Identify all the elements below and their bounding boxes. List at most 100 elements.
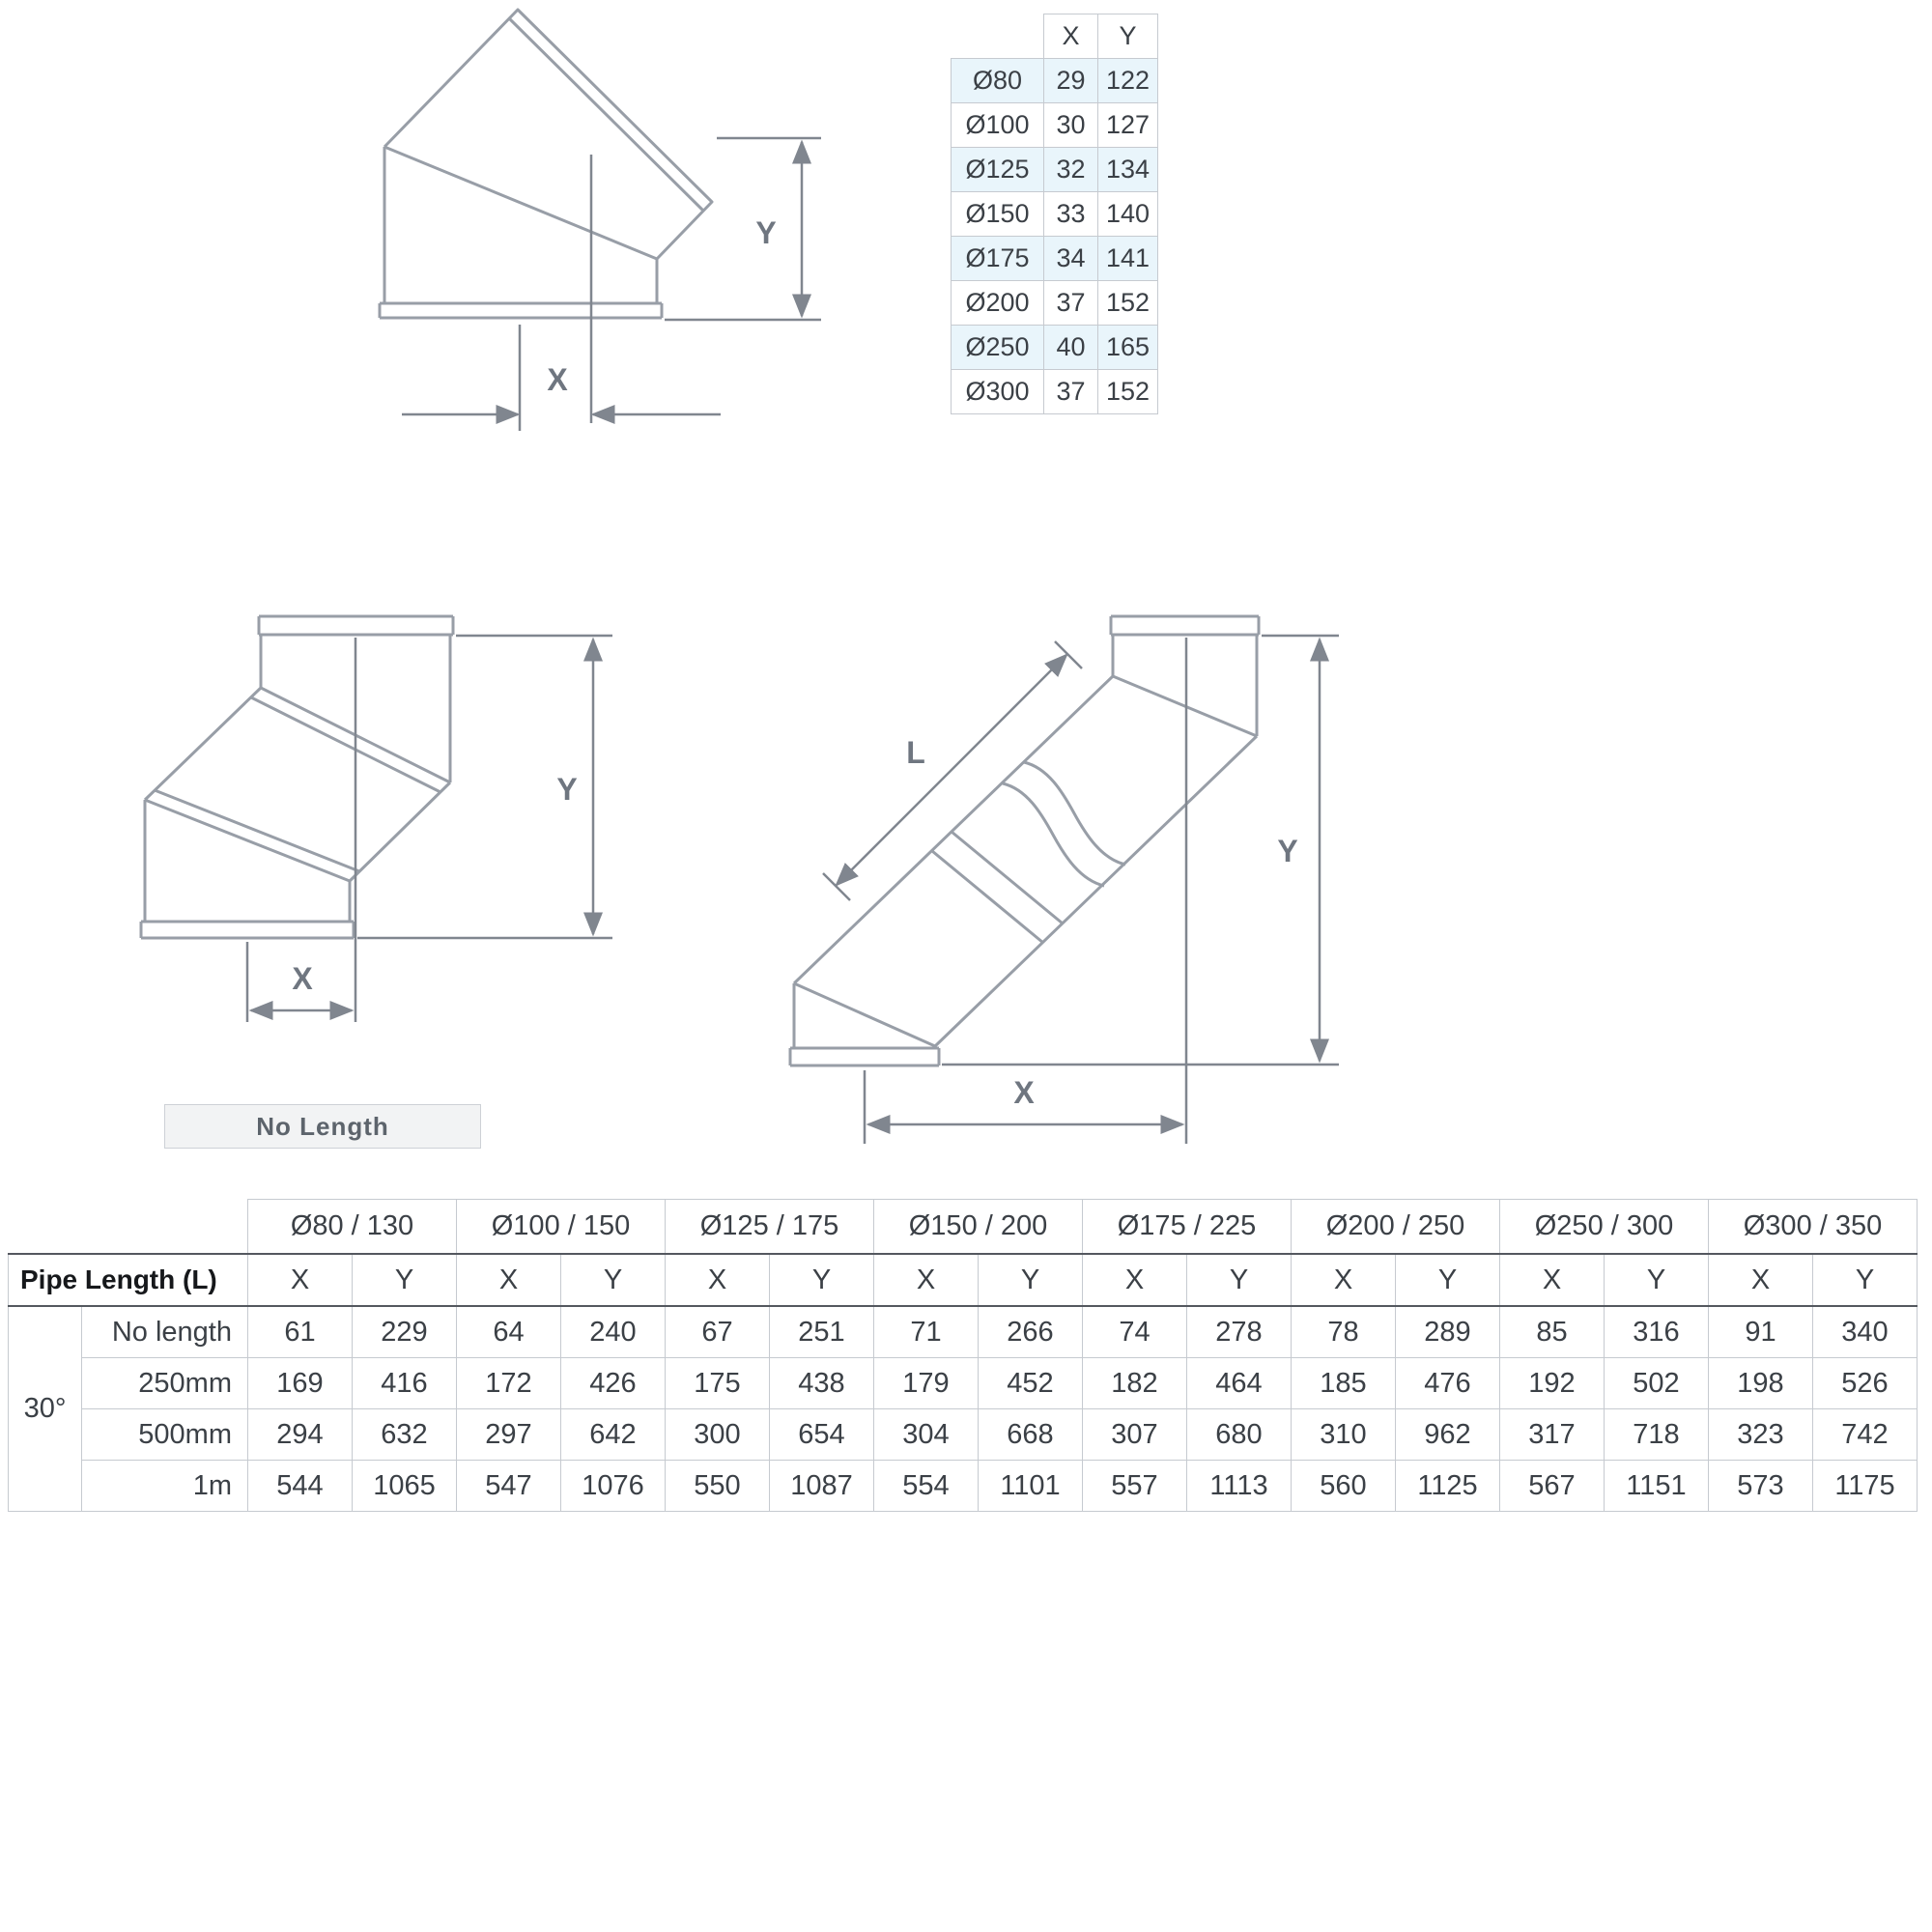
dimension-value: 278 xyxy=(1186,1305,1292,1358)
diameter-label: Ø125 xyxy=(951,147,1044,192)
dimension-value: 668 xyxy=(978,1408,1083,1461)
dimension-value: 742 xyxy=(1812,1408,1918,1461)
diameter-group-header: Ø125 / 175 xyxy=(665,1199,874,1255)
dimension-value: 550 xyxy=(665,1460,770,1512)
dimension-value: 544 xyxy=(247,1460,353,1512)
dimension-value: 323 xyxy=(1708,1408,1813,1461)
pipe-outline xyxy=(788,614,1261,1067)
dimension-value: 1113 xyxy=(1186,1460,1292,1512)
dimension-value: 289 xyxy=(1395,1305,1500,1358)
dimension-value: 185 xyxy=(1291,1357,1396,1409)
diameter-group-header: Ø300 / 350 xyxy=(1708,1199,1918,1255)
no-length-badge: No Length xyxy=(164,1104,481,1149)
dimension-value: 229 xyxy=(352,1305,457,1358)
dimension-x xyxy=(245,638,357,1022)
diameter-label: Ø80 xyxy=(951,58,1044,103)
diameter-x-value: 32 xyxy=(1043,147,1098,192)
xy-subheader: Y xyxy=(352,1253,457,1307)
dimension-value: 64 xyxy=(456,1305,561,1358)
xy-subheader: Y xyxy=(1186,1253,1292,1307)
diameter-x-value: 33 xyxy=(1043,191,1098,237)
diameter-y-value: 134 xyxy=(1096,147,1159,192)
dimension-value: 642 xyxy=(560,1408,666,1461)
diameter-label: Ø150 xyxy=(951,191,1044,237)
xy-subheader: Y xyxy=(1604,1253,1709,1307)
col-header-y: Y xyxy=(1096,14,1159,59)
length-row-label: 500mm xyxy=(81,1408,248,1461)
dim-label-y: Y xyxy=(755,215,776,250)
diameter-x-value: 30 xyxy=(1043,102,1098,148)
diameter-group-header: Ø175 / 225 xyxy=(1082,1199,1292,1255)
diameter-label: Ø100 xyxy=(951,102,1044,148)
diameter-y-value: 127 xyxy=(1096,102,1159,148)
dim-label-x: X xyxy=(1013,1075,1035,1110)
elbow-adjustable-drawing: L Y X xyxy=(788,614,1339,1144)
xy-subheader: Y xyxy=(769,1253,874,1307)
diameter-x-value: 37 xyxy=(1043,280,1098,326)
length-row-label: 1m xyxy=(81,1460,248,1512)
dim-label-l: L xyxy=(906,735,925,770)
xy-subheader: Y xyxy=(1812,1253,1918,1307)
dimension-value: 172 xyxy=(456,1357,561,1409)
dimension-value: 316 xyxy=(1604,1305,1709,1358)
dimension-value: 654 xyxy=(769,1408,874,1461)
diameter-y-value: 165 xyxy=(1096,325,1159,370)
dimension-value: 317 xyxy=(1499,1408,1605,1461)
dimension-value: 962 xyxy=(1395,1408,1500,1461)
dimension-value: 1087 xyxy=(769,1460,874,1512)
dimension-value: 67 xyxy=(665,1305,770,1358)
diameter-y-value: 140 xyxy=(1096,191,1159,237)
dimension-value: 61 xyxy=(247,1305,353,1358)
diameter-label: Ø250 xyxy=(951,325,1044,370)
dimension-y xyxy=(357,634,612,940)
diameter-label: Ø300 xyxy=(951,369,1044,414)
dimension-value: 526 xyxy=(1812,1357,1918,1409)
dimension-value: 1125 xyxy=(1395,1460,1500,1512)
dimension-value: 547 xyxy=(456,1460,561,1512)
dimension-value: 175 xyxy=(665,1357,770,1409)
diameter-group-header: Ø150 / 200 xyxy=(873,1199,1083,1255)
dimension-y xyxy=(942,634,1339,1066)
corner-cell xyxy=(951,14,1044,59)
dimension-value: 464 xyxy=(1186,1357,1292,1409)
dimension-value: 476 xyxy=(1395,1357,1500,1409)
diameter-y-value: 152 xyxy=(1096,369,1159,414)
diameter-x-value: 34 xyxy=(1043,236,1098,281)
dimension-value: 182 xyxy=(1082,1357,1187,1409)
pipe-outline xyxy=(378,8,714,320)
dimension-value: 340 xyxy=(1812,1305,1918,1358)
length-row-label: No length xyxy=(81,1305,248,1358)
diameter-table-header-row: X Y xyxy=(951,14,1159,59)
dimension-x xyxy=(863,638,1188,1144)
dim-label-y: Y xyxy=(556,772,577,807)
dimension-value: 1175 xyxy=(1812,1460,1918,1512)
xy-subheader: X xyxy=(665,1253,770,1307)
elbow-no-length-drawing: Y X xyxy=(139,614,612,1022)
dimension-value: 91 xyxy=(1708,1305,1813,1358)
dimension-value: 300 xyxy=(665,1408,770,1461)
angle-cell: 30° xyxy=(8,1305,82,1512)
dimension-value: 310 xyxy=(1291,1408,1396,1461)
diameter-x-value: 40 xyxy=(1043,325,1098,370)
dimension-value: 573 xyxy=(1708,1460,1813,1512)
dimension-value: 560 xyxy=(1291,1460,1396,1512)
dimension-value: 240 xyxy=(560,1305,666,1358)
xy-subheader: Y xyxy=(978,1253,1083,1307)
xy-subheader: X xyxy=(873,1253,979,1307)
diameter-label: Ø175 xyxy=(951,236,1044,281)
dimension-value: 502 xyxy=(1604,1357,1709,1409)
pipe-outline xyxy=(139,614,455,940)
dimension-value: 179 xyxy=(873,1357,979,1409)
col-header-x: X xyxy=(1043,14,1098,59)
dimension-value: 554 xyxy=(873,1460,979,1512)
